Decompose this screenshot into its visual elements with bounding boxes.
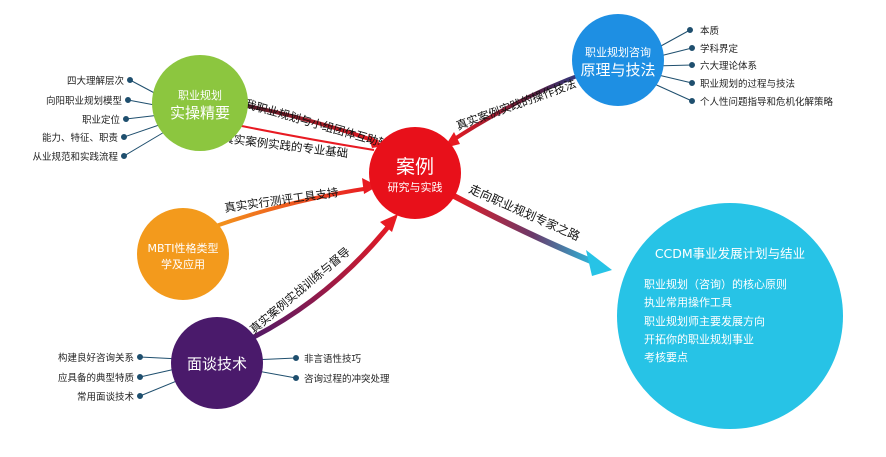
purple-node-circle [171, 317, 263, 409]
ccdm-node-circle [617, 203, 843, 429]
leaf-item: 个人性问题指导和危机化解策略 [700, 96, 834, 108]
orange-node-line1: MBTI性格类型 [147, 241, 218, 255]
leaf-item: 应具备的典型特质 [58, 372, 135, 384]
purple-right-leaf-items: 非言语性技巧 咨询过程的冲突处理 [304, 353, 390, 385]
purple-node-title: 面谈技术 [187, 355, 247, 373]
ccdm-item: 考核要点 [644, 350, 688, 364]
ccdm-items: 职业规划（咨询）的核心原则 执业常用操作工具 职业规划师主要发展方向 开拓你的职… [644, 277, 787, 364]
green-node-circle [152, 55, 248, 151]
orange-node-line2: 学及应用 [161, 257, 205, 271]
ccdm-title: CCDM事业发展计划与结业 [655, 246, 805, 261]
arrow-label-blue: 真实案例实践的操作技法 [454, 76, 578, 132]
green-node-line2: 实操精要 [170, 104, 230, 122]
blue-node-circle [572, 14, 664, 106]
blue-node-line1: 职业规划咨询 [585, 45, 651, 59]
arrow-label-purple: 真实案例实战训练与督导 [247, 244, 353, 336]
ccdm-item: 执业常用操作工具 [644, 295, 732, 309]
purple-left-leaf-items: 构建良好咨询关系 应具备的典型特质 常用面谈技术 [58, 352, 135, 403]
green-to-center-bottom-arrow [231, 123, 375, 151]
leaf-item: 能力、特征、职责 [42, 132, 118, 144]
leaf-item: 本质 [700, 25, 720, 37]
center-to-ccdm-arrow [452, 193, 612, 276]
center-node-title: 案例 [396, 156, 434, 178]
center-node-circle [369, 127, 461, 219]
blue-node-line2: 原理与技法 [580, 61, 655, 79]
ccdm-item: 开拓你的职业规划事业 [644, 332, 754, 346]
leaf-item: 向阳职业规划模型 [46, 95, 123, 107]
leaf-item: 常用面谈技术 [77, 391, 135, 403]
orange-node-circle [137, 208, 229, 300]
leaf-item: 构建良好咨询关系 [58, 352, 134, 364]
leaf-item: 职业定位 [82, 114, 121, 126]
leaf-item: 咨询过程的冲突处理 [304, 373, 390, 385]
leaf-item: 职业规划的过程与技法 [700, 78, 795, 90]
leaf-item: 六大理论体系 [700, 60, 757, 72]
center-node-subtitle: 研究与实践 [388, 180, 443, 194]
leaf-item: 非言语性技巧 [304, 353, 362, 365]
arrow-label-orange: 真实实行测评工具支持 [223, 185, 339, 215]
purple-to-center-arrow [242, 214, 398, 345]
green-node-line1: 职业规划 [178, 88, 222, 102]
ccdm-item: 职业规划（咨询）的核心原则 [644, 277, 787, 291]
leaf-item: 从业规范和实践流程 [32, 151, 118, 163]
ccdm-item: 职业规划师主要发展方向 [644, 314, 765, 328]
blue-leaf-items: 本质 学科界定 六大理论体系 职业规划的过程与技法 个人性问题指导和危机化解策略 [700, 25, 834, 108]
green-leaf-items: 四大理解层次 向阳职业规划模型 职业定位 能力、特征、职责 从业规范和实践流程 [32, 75, 124, 163]
leaf-item: 四大理解层次 [67, 75, 125, 87]
leaf-item: 学科界定 [700, 43, 739, 55]
orange-to-center-arrow [209, 178, 378, 230]
